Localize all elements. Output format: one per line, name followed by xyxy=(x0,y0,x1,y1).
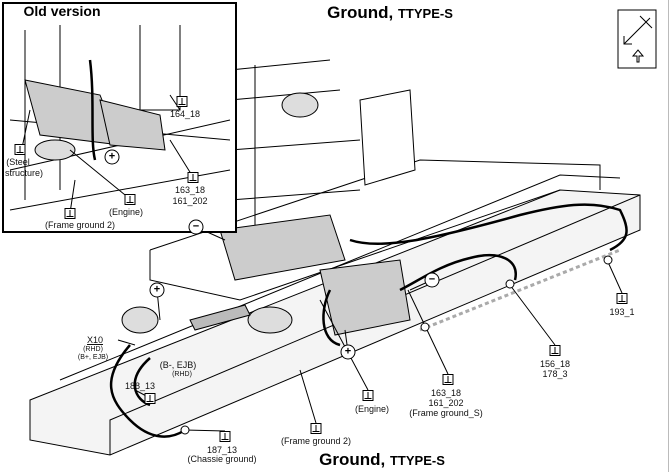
ground-symbol-icon xyxy=(176,96,188,107)
label-188-13: 188_13 xyxy=(124,381,156,391)
ground-symbol-icon xyxy=(442,374,454,385)
diagram-title-top: Ground, TTYPE-S xyxy=(327,3,453,23)
ground-symbol-icon xyxy=(549,345,561,356)
title-text: Ground, xyxy=(327,3,394,22)
label-b-minus-ejb: (B-, EJB) xyxy=(159,360,197,370)
minus-terminal-icon: − xyxy=(424,272,440,288)
ground-symbol-icon xyxy=(14,144,26,155)
label-steel: (Steel xyxy=(6,157,30,167)
title-variant: TTYPE-S xyxy=(389,453,445,468)
label-b-plus-ejb: (B+, EJB) xyxy=(77,354,109,361)
label-193-1: 193_1 xyxy=(609,307,635,317)
plus-terminal-icon: + xyxy=(340,344,356,360)
label-b-minus-rhd: (RHD) xyxy=(172,371,192,378)
label-161-202: 161_202 xyxy=(428,398,464,408)
plus-terminal-icon: + xyxy=(149,282,165,298)
label-156-18: 156_18 xyxy=(539,359,571,369)
label-engine: (Engine) xyxy=(354,404,390,414)
label-chassis-ground: (Chassie ground) xyxy=(187,454,257,464)
diagram-title-bottom: Ground, TTYPE-S xyxy=(319,450,445,470)
ground-symbol-icon xyxy=(362,390,374,401)
label-x10: X10 xyxy=(86,335,104,345)
label-163-18: 163_18 xyxy=(430,388,462,398)
label-178-3: 178_3 xyxy=(542,369,568,379)
title-text: Ground, xyxy=(319,450,386,469)
ground-symbol-icon xyxy=(616,293,628,304)
label-187-13: 187_13 xyxy=(206,445,238,455)
label-163-18: 163_18 xyxy=(174,185,206,195)
label-164-18: 164_18 xyxy=(169,109,201,119)
label-engine: (Engine) xyxy=(108,207,144,217)
label-x10-rhd: (RHD) xyxy=(83,346,103,353)
label-structure: structure) xyxy=(4,168,44,178)
minus-terminal-icon: − xyxy=(188,219,204,235)
ground-symbol-icon xyxy=(219,431,231,442)
orientation-compass-icon xyxy=(617,9,657,69)
ground-symbol-icon xyxy=(187,172,199,183)
label-frame-ground-2: (Frame ground 2) xyxy=(280,436,352,446)
inset-title: Old version xyxy=(23,3,101,19)
plus-terminal-icon: + xyxy=(104,149,120,165)
ground-symbol-icon xyxy=(64,208,76,219)
label-frame-ground-2: (Frame ground 2) xyxy=(44,220,116,230)
label-frame-ground-s: (Frame ground_S) xyxy=(409,408,483,418)
ground-symbol-icon xyxy=(124,194,136,205)
ground-symbol-icon xyxy=(144,393,156,404)
label-161-202: 161_202 xyxy=(172,196,208,206)
ground-symbol-icon xyxy=(310,423,322,434)
title-variant: TTYPE-S xyxy=(397,6,453,21)
old-version-inset xyxy=(2,2,237,233)
